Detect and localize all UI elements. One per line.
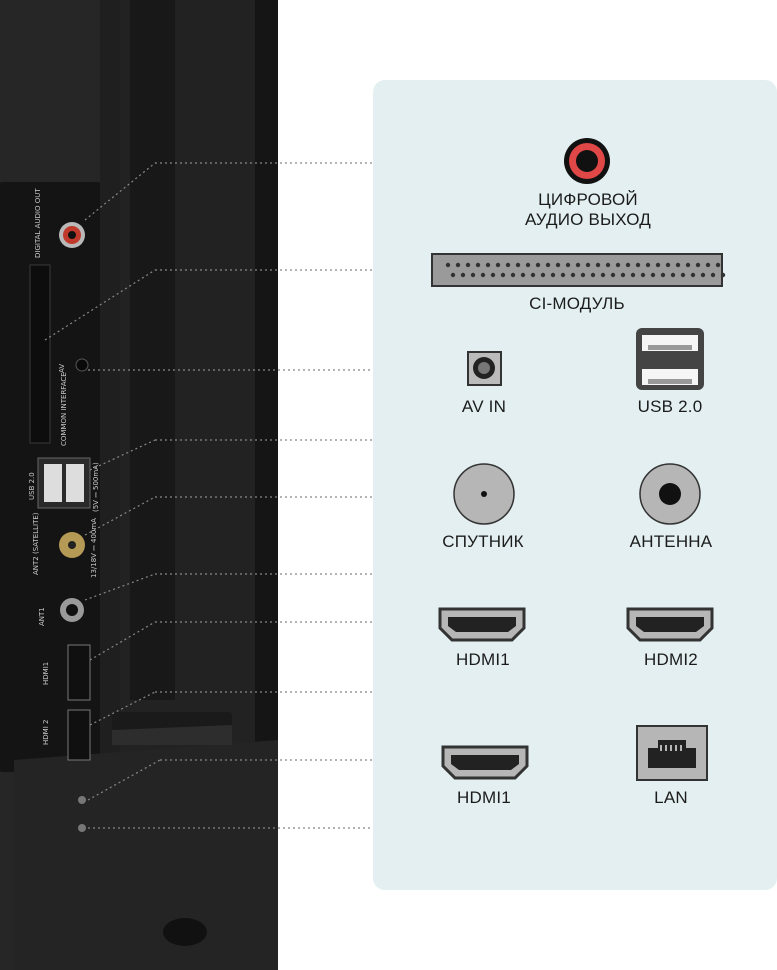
usb-port-icon <box>636 328 704 390</box>
ci-pin <box>540 272 546 278</box>
ci-pin <box>525 262 531 268</box>
ci-pin <box>720 272 726 278</box>
ci-pin <box>635 262 641 268</box>
ci-pin <box>550 272 556 278</box>
ci-pin <box>585 262 591 268</box>
label-hdmi1-b: HDMI1 <box>457 788 511 807</box>
tv-hdmi2-port <box>67 709 91 761</box>
ci-pin <box>680 272 686 278</box>
ci-pin <box>590 272 596 278</box>
ci-pin <box>475 262 481 268</box>
ci-pin <box>480 272 486 278</box>
ci-pin <box>450 272 456 278</box>
ci-pin <box>485 262 491 268</box>
ci-pin <box>460 272 466 278</box>
ci-pin <box>670 272 676 278</box>
ci-pin <box>505 262 511 268</box>
label-lan: LAN <box>654 788 688 807</box>
tv-hdmi1-port <box>67 644 91 701</box>
ci-pin <box>685 262 691 268</box>
label-av-in: AV IN <box>461 397 507 416</box>
ci-pin <box>645 262 651 268</box>
hdmi-port-icon <box>438 607 714 780</box>
ci-pin <box>630 272 636 278</box>
ci-pin <box>535 262 541 268</box>
ci-pin <box>605 262 611 268</box>
ci-pin <box>470 272 476 278</box>
ci-slot-icon <box>431 253 726 287</box>
label-digital-audio: ЦИФРОВОЙ АУДИО ВЫХОД <box>524 190 652 229</box>
ci-pin <box>705 262 711 268</box>
ci-pin <box>675 262 681 268</box>
ci-pin <box>520 272 526 278</box>
ci-pin <box>600 272 606 278</box>
lan-port-icon <box>636 725 708 781</box>
satellite-port-icon <box>453 463 515 525</box>
ci-pin <box>640 272 646 278</box>
tv-ci-slot <box>29 264 51 444</box>
ci-pin <box>665 262 671 268</box>
ci-pin <box>510 272 516 278</box>
ci-pin <box>710 272 716 278</box>
ci-pin <box>495 262 501 268</box>
ci-pin <box>615 262 621 268</box>
ci-pin <box>515 262 521 268</box>
ci-pin <box>545 262 551 268</box>
ci-pin <box>595 262 601 268</box>
ci-pin <box>650 272 656 278</box>
label-satellite: СПУТНИК <box>442 532 524 551</box>
antenna-port-icon <box>639 463 701 525</box>
ci-pin <box>660 272 666 278</box>
ports-legend-panel <box>373 80 777 890</box>
ci-pin <box>455 262 461 268</box>
av-jack-icon <box>467 351 502 386</box>
ci-pin <box>575 262 581 268</box>
ci-pin <box>500 272 506 278</box>
digital-audio-port-icon <box>564 138 610 184</box>
ci-pin <box>565 262 571 268</box>
label-ci-module: CI-МОДУЛЬ <box>529 294 625 313</box>
ci-pin <box>530 272 536 278</box>
label-hdmi1-a: HDMI1 <box>456 650 510 669</box>
label-antenna: АНТЕННА <box>629 532 713 551</box>
ci-pin <box>695 262 701 268</box>
ci-pin <box>570 272 576 278</box>
label-usb: USB 2.0 <box>637 397 703 416</box>
ci-pin <box>625 262 631 268</box>
ci-pin <box>620 272 626 278</box>
ci-pin <box>715 262 721 268</box>
ci-pin <box>465 262 471 268</box>
tv-av-jack <box>75 358 89 372</box>
ci-pin <box>700 272 706 278</box>
ci-pin <box>610 272 616 278</box>
ci-pin <box>555 262 561 268</box>
ci-pin <box>560 272 566 278</box>
ci-pin <box>490 272 496 278</box>
ci-pin <box>690 272 696 278</box>
label-hdmi2: HDMI2 <box>644 650 698 669</box>
ci-pin <box>655 262 661 268</box>
ci-pin <box>445 262 451 268</box>
ci-pin <box>580 272 586 278</box>
